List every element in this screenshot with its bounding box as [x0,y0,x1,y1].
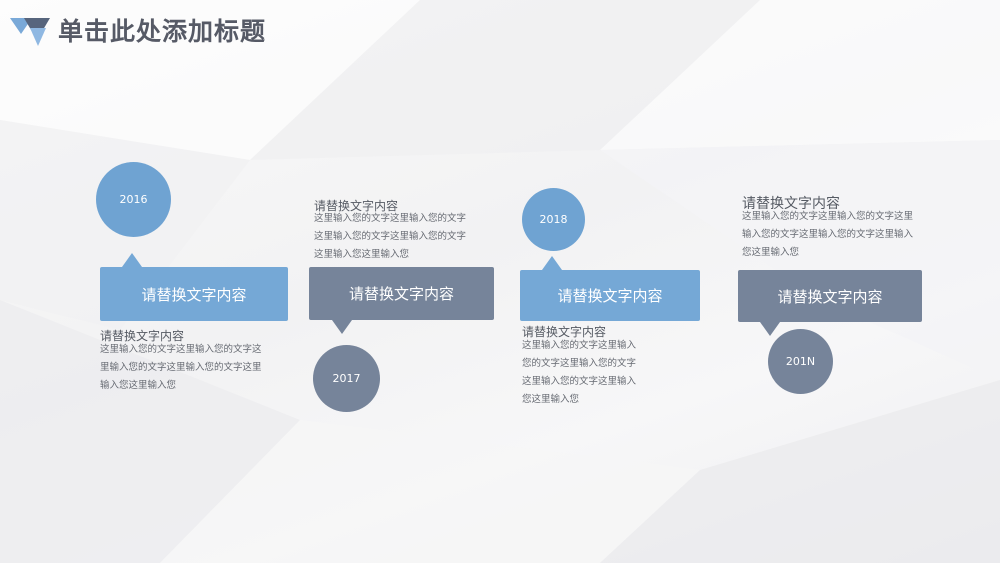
year-circle-3: 2018 [522,188,585,251]
heading-4: 请替换文字内容 [742,196,840,212]
body-2: 这里输入您的文字这里输入您的文字这里输入您的文字这里输入您的文字这里输入您这里输… [314,213,467,260]
pointer-2 [332,320,352,334]
label-box-3[interactable]: 请替换文字内容 [520,270,700,321]
label-box-1[interactable]: 请替换文字内容 [100,267,288,321]
heading-2: 请替换文字内容 [314,199,399,213]
heading-1: 请替换文字内容 [100,329,185,343]
slide-title[interactable]: 单击此处添加标题 [58,17,267,46]
heading-3: 请替换文字内容 [522,325,607,339]
pointer-4 [760,322,780,336]
logo-icon [10,18,50,46]
year-circle-4: 201N [768,329,833,394]
body-1: 这里输入您的文字这里输入您的文字这里输入您的文字这里输入您的文字这里输入您这里输… [100,344,262,391]
year-circle-2: 2017 [313,345,380,412]
label-box-4[interactable]: 请替换文字内容 [738,270,922,322]
body-3: 这里输入您的文字这里输入您的文字这里输入您的文字这里输入您的文字这里输入您这里输… [522,340,637,405]
pointer-1 [122,253,142,267]
body-4: 这里输入您的文字这里输入您的文字这里输入您的文字这里输入您的文字这里输入您这里输… [742,211,914,258]
year-circle-1: 2016 [96,162,171,237]
pointer-3 [542,256,562,270]
label-box-2[interactable]: 请替换文字内容 [309,267,494,320]
